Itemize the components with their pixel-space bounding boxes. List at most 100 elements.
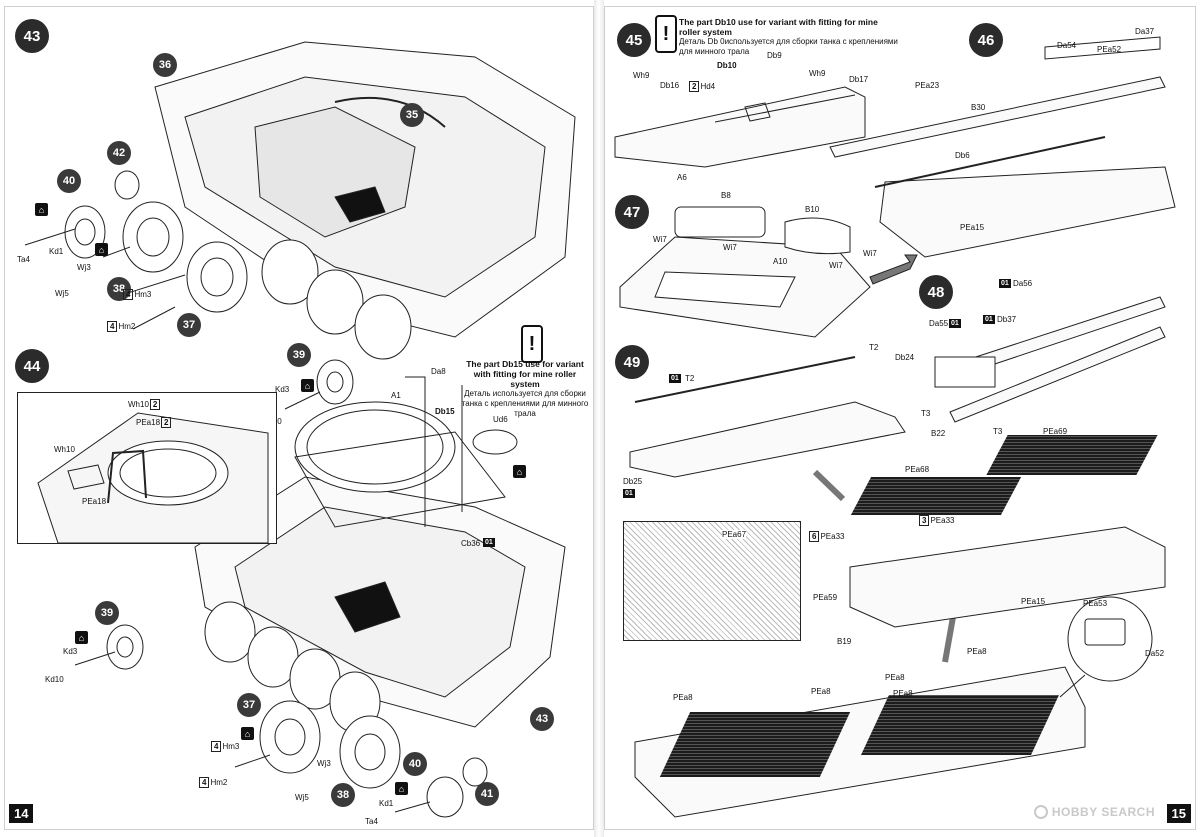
part-label: PEa53 (1083, 599, 1108, 608)
part-label: T2 (869, 343, 879, 352)
part-label: Db9 (767, 51, 782, 60)
part-label: Wh10 (54, 445, 75, 454)
ref-36-badge: 36 (153, 53, 177, 77)
part-label: Kd3 (63, 647, 78, 656)
part-label: Wj5 (55, 289, 69, 298)
part-label: Da54 (1057, 41, 1077, 50)
part-label: PEa69 (1043, 427, 1068, 436)
glue-icon: ⌂ (301, 379, 314, 392)
part-label: A1 (391, 391, 401, 400)
warning-icon: ! (521, 325, 543, 363)
glue-icon: ⌂ (241, 727, 254, 740)
part-label: Db15 (435, 407, 455, 416)
part-label: B19 (837, 637, 852, 646)
part-label: T3 (921, 409, 931, 418)
part-label: Kd1 (49, 247, 64, 256)
part-label: Db10 (717, 61, 737, 70)
engine-grille-panel-a (850, 477, 1022, 515)
part-label: Db6 (955, 151, 970, 160)
part-label: Ud6 (493, 415, 508, 424)
part-label: PEa8 (811, 687, 831, 696)
part-label: Wi7 (863, 249, 877, 258)
ref-37-badge: 37 (177, 313, 201, 337)
sprue-tag: 01 (669, 374, 681, 383)
part-label: T2 (685, 374, 695, 383)
ref-39-badge: 39 (287, 343, 311, 367)
part-label: PEa8 (885, 673, 905, 682)
glue-icon: ⌂ (75, 631, 88, 644)
sprue-tag: 01 (949, 319, 961, 328)
part-label: A10 (773, 257, 788, 266)
part-label: PEa15 (960, 223, 985, 232)
ref-37b-badge: 37 (237, 693, 261, 717)
part-label: PEa8 (673, 693, 693, 702)
part-label: Ta4 (17, 255, 30, 264)
step-48-badge: 48 (919, 275, 953, 309)
part-label: Wj3 (317, 759, 331, 768)
part-label: Wj5 (295, 793, 309, 802)
part-label: Cb36 (461, 539, 481, 548)
part-label: Kd3 (275, 385, 290, 394)
ref-43-badge: 43 (530, 707, 554, 731)
part-label: Wh9 (633, 71, 650, 80)
part-label: PEa68 (905, 465, 930, 474)
warning-icon: ! (655, 15, 677, 53)
page-number: 14 (9, 804, 34, 823)
part-label: Da8 (431, 367, 446, 376)
part-label: Db37 (997, 315, 1017, 324)
part-label: Da55 (929, 319, 949, 328)
part-label: PEa52 (1097, 45, 1122, 54)
glue-icon: ⌂ (95, 243, 108, 256)
step-44-badge: 44 (15, 349, 49, 383)
part-label: B10 (805, 205, 820, 214)
step-47-badge: 47 (615, 195, 649, 229)
assembly-drawing-left (24, 41, 576, 818)
part-label: Kd1 (379, 799, 394, 808)
watermark: HOBBY SEARCH (1033, 805, 1155, 819)
part-label: Db17 (849, 75, 869, 84)
sprue-tag: 01 (983, 315, 995, 324)
part-label: Da52 (1145, 649, 1165, 658)
engine-grille-panel-b (986, 435, 1158, 475)
part-label: B30 (971, 103, 986, 112)
part-label: B8 (721, 191, 731, 200)
part-label: Kd10 (45, 675, 64, 684)
step-49-badge: 49 (615, 345, 649, 379)
detail-drawing (37, 412, 269, 544)
ref-40-badge: 40 (57, 169, 81, 193)
step-45-badge: 45 (617, 23, 651, 57)
ref-40b-badge: 40 (403, 752, 427, 776)
part-label: Db16 (660, 81, 680, 90)
variant-note: The part Db15 use for variant with fitti… (461, 359, 589, 418)
part-label: PEa8 (967, 647, 987, 656)
sprue-tag: 01 (483, 538, 495, 547)
step-46-badge: 46 (969, 23, 1003, 57)
sprue-tag: 01 (623, 489, 635, 498)
part-label: PEa59 (813, 593, 838, 602)
part-label: Wi7 (653, 235, 667, 244)
page-number: 15 (1166, 804, 1191, 823)
sprue-tag: 01 (999, 279, 1011, 288)
part-label: Wj3 (77, 263, 91, 272)
part-label: Da56 (1013, 279, 1033, 288)
assembly-drawing-right (614, 36, 1176, 818)
engine-grille-panel-d (861, 695, 1059, 755)
part-label: PEa23 (915, 81, 940, 90)
part-label: Db24 (895, 353, 915, 362)
part-label: Da37 (1135, 27, 1155, 36)
ref-39b-badge: 39 (95, 601, 119, 625)
ref-35-badge: 35 (400, 103, 424, 127)
book-spine (594, 0, 604, 837)
instruction-page-right: PEa67 45 46 47 48 49 ! The part Db10 use… (604, 6, 1196, 830)
part-label: Ta4 (365, 817, 378, 826)
step-43-badge: 43 (15, 19, 49, 53)
engine-grille-panel-c (659, 712, 851, 777)
